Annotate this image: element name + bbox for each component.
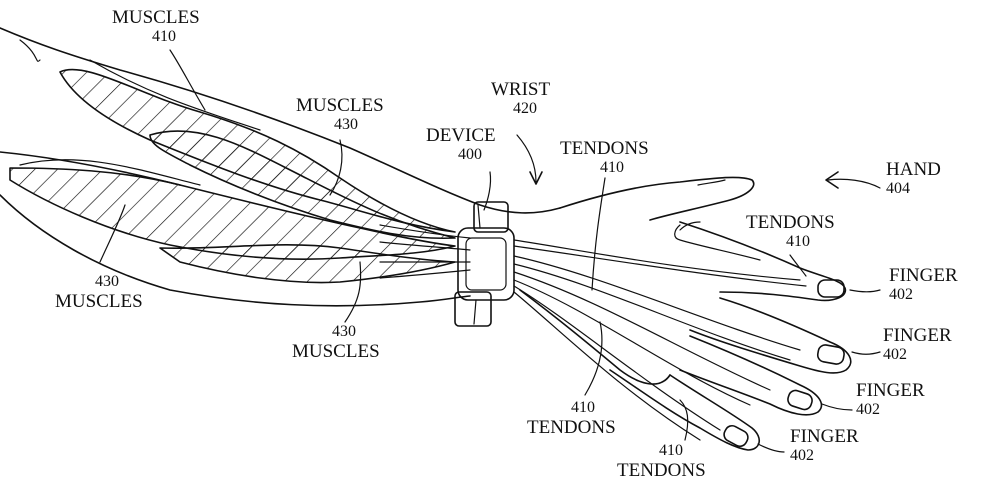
thumb [559,176,755,221]
label-device-400: DEVICE 400 [426,125,496,163]
middle-finger [689,297,852,374]
pinky-finger [609,369,760,451]
nail-middle [816,344,845,365]
muscle-430-upper [149,130,456,240]
label-finger-402-1: FINGER 402 [889,265,958,303]
device-band-bottom [454,291,492,327]
nail-index [817,279,845,298]
label-hand-404: HAND 404 [886,159,941,197]
label-muscles-430-left: 430 MUSCLES [55,273,143,312]
label-tendons-410-top: TENDONS 410 [560,138,649,176]
nail-pinky [723,424,749,448]
label-wrist-420: WRIST 420 [491,79,551,117]
label-finger-402-4: FINGER 402 [790,426,859,464]
label-tendons-410-index: TENDONS 410 [746,212,835,250]
label-muscles-410: MUSCLES 410 [112,7,200,45]
index-finger [679,221,847,302]
arm-edge-line [19,39,41,62]
label-muscles-430-lower: 430 MUSCLES [292,323,380,362]
device-band-top [473,201,509,233]
wrist-arrow [516,134,537,183]
arm-outline-bottom [0,194,471,307]
label-tendons-410-bottom: 410 TENDONS [617,442,706,481]
label-finger-402-2: FINGER 402 [883,325,952,363]
label-tendons-410-mid: 410 TENDONS [527,399,616,438]
label-muscles-430-upper: MUSCLES 430 [296,95,384,133]
ring-finger [679,335,823,416]
nail-ring [787,389,813,411]
arm-outline-top [0,27,561,214]
hand-arrow [827,178,881,189]
label-finger-402-3: FINGER 402 [856,380,925,418]
muscle-430-left [9,167,456,260]
